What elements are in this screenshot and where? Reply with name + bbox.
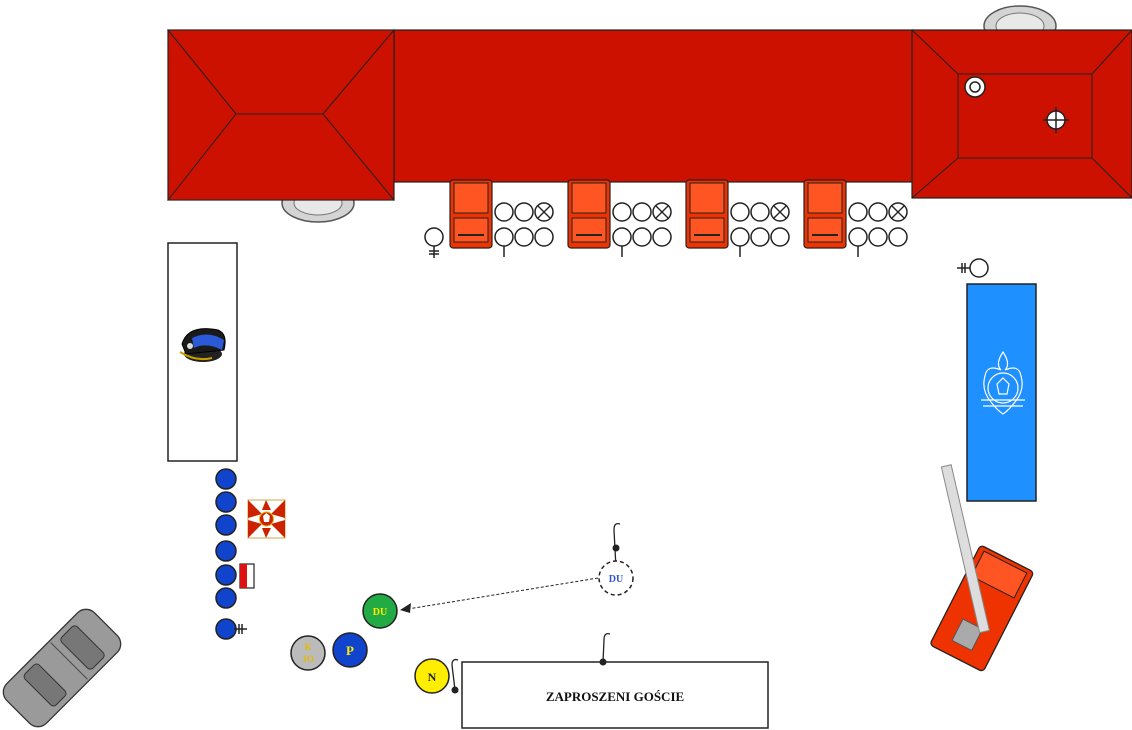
honor-guard-member	[215, 514, 237, 536]
fire-service-emblem-icon	[981, 350, 1025, 415]
fire-truck-3	[685, 179, 729, 249]
crew-member	[494, 202, 514, 222]
honor-guard-member	[215, 618, 237, 640]
du-origin-marker: DU	[598, 522, 634, 596]
kjo-marker: K JO	[290, 635, 326, 671]
fire-station-building	[166, 29, 1132, 201]
crew-formation	[494, 202, 908, 257]
crew-member	[652, 227, 672, 247]
crew-member	[612, 227, 632, 247]
crossed-circle-icon	[537, 205, 551, 219]
crew-member	[632, 202, 652, 222]
guests-area: ZAPROSZENI GOŚCIE	[461, 632, 769, 729]
crossed-circle-icon	[773, 205, 787, 219]
honor-guard-member	[215, 564, 237, 586]
crew-member	[770, 227, 790, 247]
crew-member	[612, 202, 632, 222]
fire-truck-2	[567, 179, 611, 249]
kjo-jo-label: JO	[302, 654, 314, 664]
du-origin-label: DU	[609, 574, 623, 585]
crew-member	[730, 227, 750, 247]
crew-member	[514, 202, 534, 222]
crew-member	[868, 227, 888, 247]
crew-member	[730, 202, 750, 222]
car-icon	[2, 608, 122, 728]
crew-member	[888, 227, 908, 247]
crosshair-icon	[1043, 107, 1069, 133]
honor-guard-member	[215, 468, 237, 490]
crossed-circle-icon	[655, 205, 669, 219]
crew-member	[848, 227, 868, 247]
crew-member	[868, 202, 888, 222]
blue-podium	[966, 283, 1037, 502]
du-target-label: DU	[373, 607, 387, 618]
banner-flag-icon	[247, 499, 286, 539]
crew-member	[750, 227, 770, 247]
honor-guard-member	[215, 491, 237, 513]
sword-icon	[234, 624, 247, 634]
crew-member	[494, 227, 514, 247]
crew-member	[514, 227, 534, 247]
kjo-k-label: K	[304, 642, 311, 652]
ladder-truck-icon	[930, 464, 1034, 672]
honor-guard-column	[215, 468, 237, 640]
honor-guard-member	[215, 587, 237, 609]
p-label: P	[346, 643, 354, 658]
commander-marker	[424, 227, 444, 258]
crew-member	[750, 202, 770, 222]
n-label: N	[428, 670, 437, 684]
national-flag-icon	[239, 563, 255, 589]
crew-member	[632, 227, 652, 247]
p-marker: P	[332, 632, 368, 668]
guests-label: ZAPROSZENI GOŚCIE	[546, 689, 684, 704]
fire-brigade-cap-icon	[179, 328, 226, 362]
du-target-marker: DU	[362, 593, 398, 629]
du-movement-arrow	[407, 577, 599, 610]
crew-member	[534, 227, 554, 247]
fire-truck-1	[449, 179, 493, 249]
podium-commander-marker	[957, 258, 989, 278]
honor-guard-member	[215, 540, 237, 562]
crossed-circle-icon	[891, 205, 905, 219]
crew-member	[848, 202, 868, 222]
n-marker: N	[414, 658, 459, 694]
fire-truck-4	[803, 179, 847, 249]
